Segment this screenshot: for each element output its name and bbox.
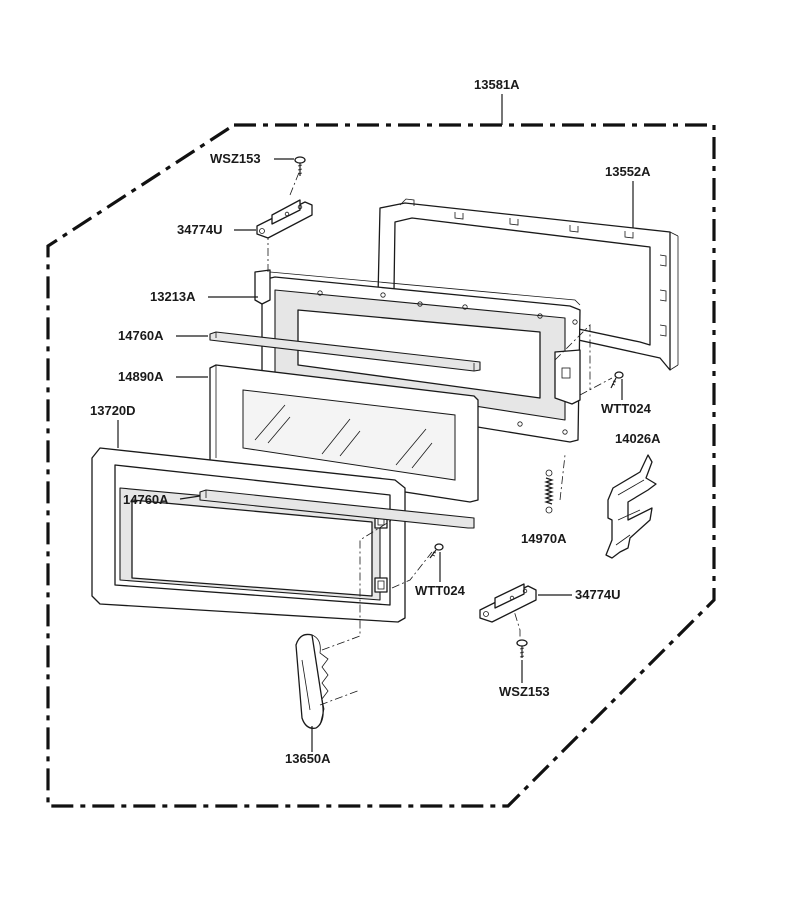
label-assembly: 13581A bbox=[474, 77, 520, 125]
part-screw-right bbox=[610, 371, 624, 389]
label-spring-text: 14970A bbox=[521, 531, 567, 546]
label-screw-right-text: WTT024 bbox=[601, 401, 652, 416]
label-screw-top-text: WSZ153 bbox=[210, 151, 261, 166]
label-inner-frame-text: 13552A bbox=[605, 164, 651, 179]
label-door-panel-text: 13213A bbox=[150, 289, 196, 304]
label-screw-mid: WTT024 bbox=[415, 552, 466, 598]
label-window-text: 14890A bbox=[118, 369, 164, 384]
label-spring: 14970A bbox=[521, 531, 567, 546]
label-latch-text: 14026A bbox=[615, 431, 661, 446]
part-door-frame bbox=[91, 447, 406, 623]
label-hinge-bottom-text: 34774U bbox=[575, 587, 621, 602]
label-screw-right: WTT024 bbox=[601, 379, 652, 416]
part-latch bbox=[605, 454, 657, 559]
label-seal-upper-text: 14760A bbox=[118, 328, 164, 343]
part-seal-upper bbox=[209, 331, 481, 372]
label-window: 14890A bbox=[118, 369, 208, 384]
label-latch: 14026A bbox=[615, 431, 661, 446]
label-seal-lower-text: 14760A bbox=[123, 492, 169, 507]
part-spring bbox=[544, 469, 554, 514]
label-hinge-top-text: 34774U bbox=[177, 222, 223, 237]
label-handle: 13650A bbox=[285, 726, 331, 766]
label-screw-top: WSZ153 bbox=[210, 151, 294, 166]
part-screw-bottom bbox=[516, 639, 528, 658]
label-hinge-bottom: 34774U bbox=[538, 587, 621, 602]
label-inner-frame: 13552A bbox=[605, 164, 651, 228]
label-screw-mid-text: WTT024 bbox=[415, 583, 466, 598]
label-door-panel: 13213A bbox=[150, 289, 258, 304]
part-handle bbox=[295, 633, 329, 729]
label-hinge-top: 34774U bbox=[177, 222, 256, 237]
label-screw-bottom-text: WSZ153 bbox=[499, 684, 550, 699]
part-screw-mid bbox=[429, 543, 444, 559]
assembly-boundary bbox=[46, 123, 716, 808]
label-seal-lower: 14760A bbox=[123, 492, 201, 507]
label-door-frame: 13720D bbox=[90, 403, 136, 448]
part-hinge-top bbox=[256, 199, 313, 239]
label-seal-upper: 14760A bbox=[118, 328, 208, 343]
label-screw-bottom: WSZ153 bbox=[499, 660, 550, 699]
part-screw-top bbox=[294, 156, 306, 176]
label-assembly-text: 13581A bbox=[474, 77, 520, 92]
label-handle-text: 13650A bbox=[285, 751, 331, 766]
part-seal-lower bbox=[199, 489, 475, 529]
part-hinge-bottom bbox=[479, 583, 537, 623]
label-door-frame-text: 13720D bbox=[90, 403, 136, 418]
part-inner-frame bbox=[377, 198, 679, 371]
